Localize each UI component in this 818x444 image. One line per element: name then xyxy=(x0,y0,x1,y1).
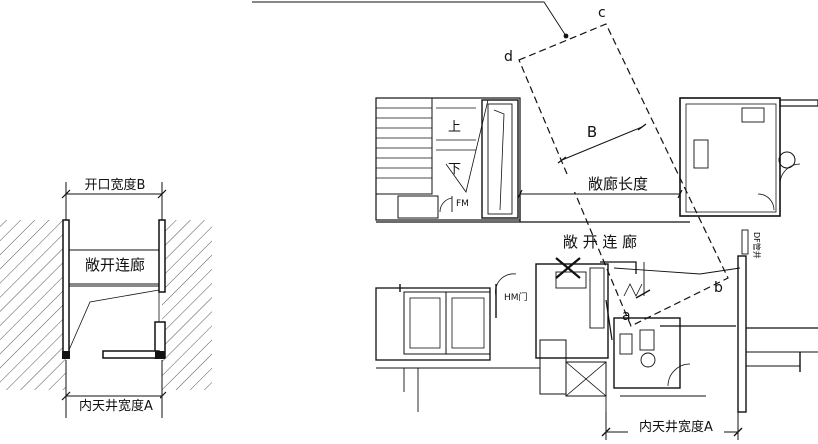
corridor-length-label: 敞廊长度 xyxy=(588,175,648,193)
down-label: 下 xyxy=(448,162,461,177)
point-a: a xyxy=(622,308,631,324)
left-open-corridor-label: 敞开连廊 xyxy=(85,256,145,274)
right-hatched-wall xyxy=(162,220,212,390)
left-schematic: 开口宽度B 敞开连廊 内天井宽度A xyxy=(0,176,212,418)
dashed-corridor-zone xyxy=(518,23,729,327)
open-corridor-title: 敞 开 连 廊 xyxy=(563,233,637,251)
patio-right-wall xyxy=(158,219,166,293)
fm-label: FM xyxy=(456,199,469,209)
hm-door-label: HM门 xyxy=(504,291,528,303)
b-dimension-label: B xyxy=(587,123,597,141)
left-hatched-wall xyxy=(0,220,66,390)
pipe-shaft-label: DF管井 xyxy=(752,232,762,259)
point-b: b xyxy=(714,280,723,296)
opening-width-label: 开口宽度B xyxy=(85,177,146,193)
point-c: c xyxy=(598,5,606,21)
right-patio-width-label: 内天井宽度A xyxy=(639,419,713,435)
left-patio-width-label: 内天井宽度A xyxy=(79,398,153,414)
right-floor-plan xyxy=(252,1,818,440)
patio-left-wall xyxy=(62,219,70,359)
up-label: 上 xyxy=(448,120,461,135)
point-d: d xyxy=(504,49,513,65)
